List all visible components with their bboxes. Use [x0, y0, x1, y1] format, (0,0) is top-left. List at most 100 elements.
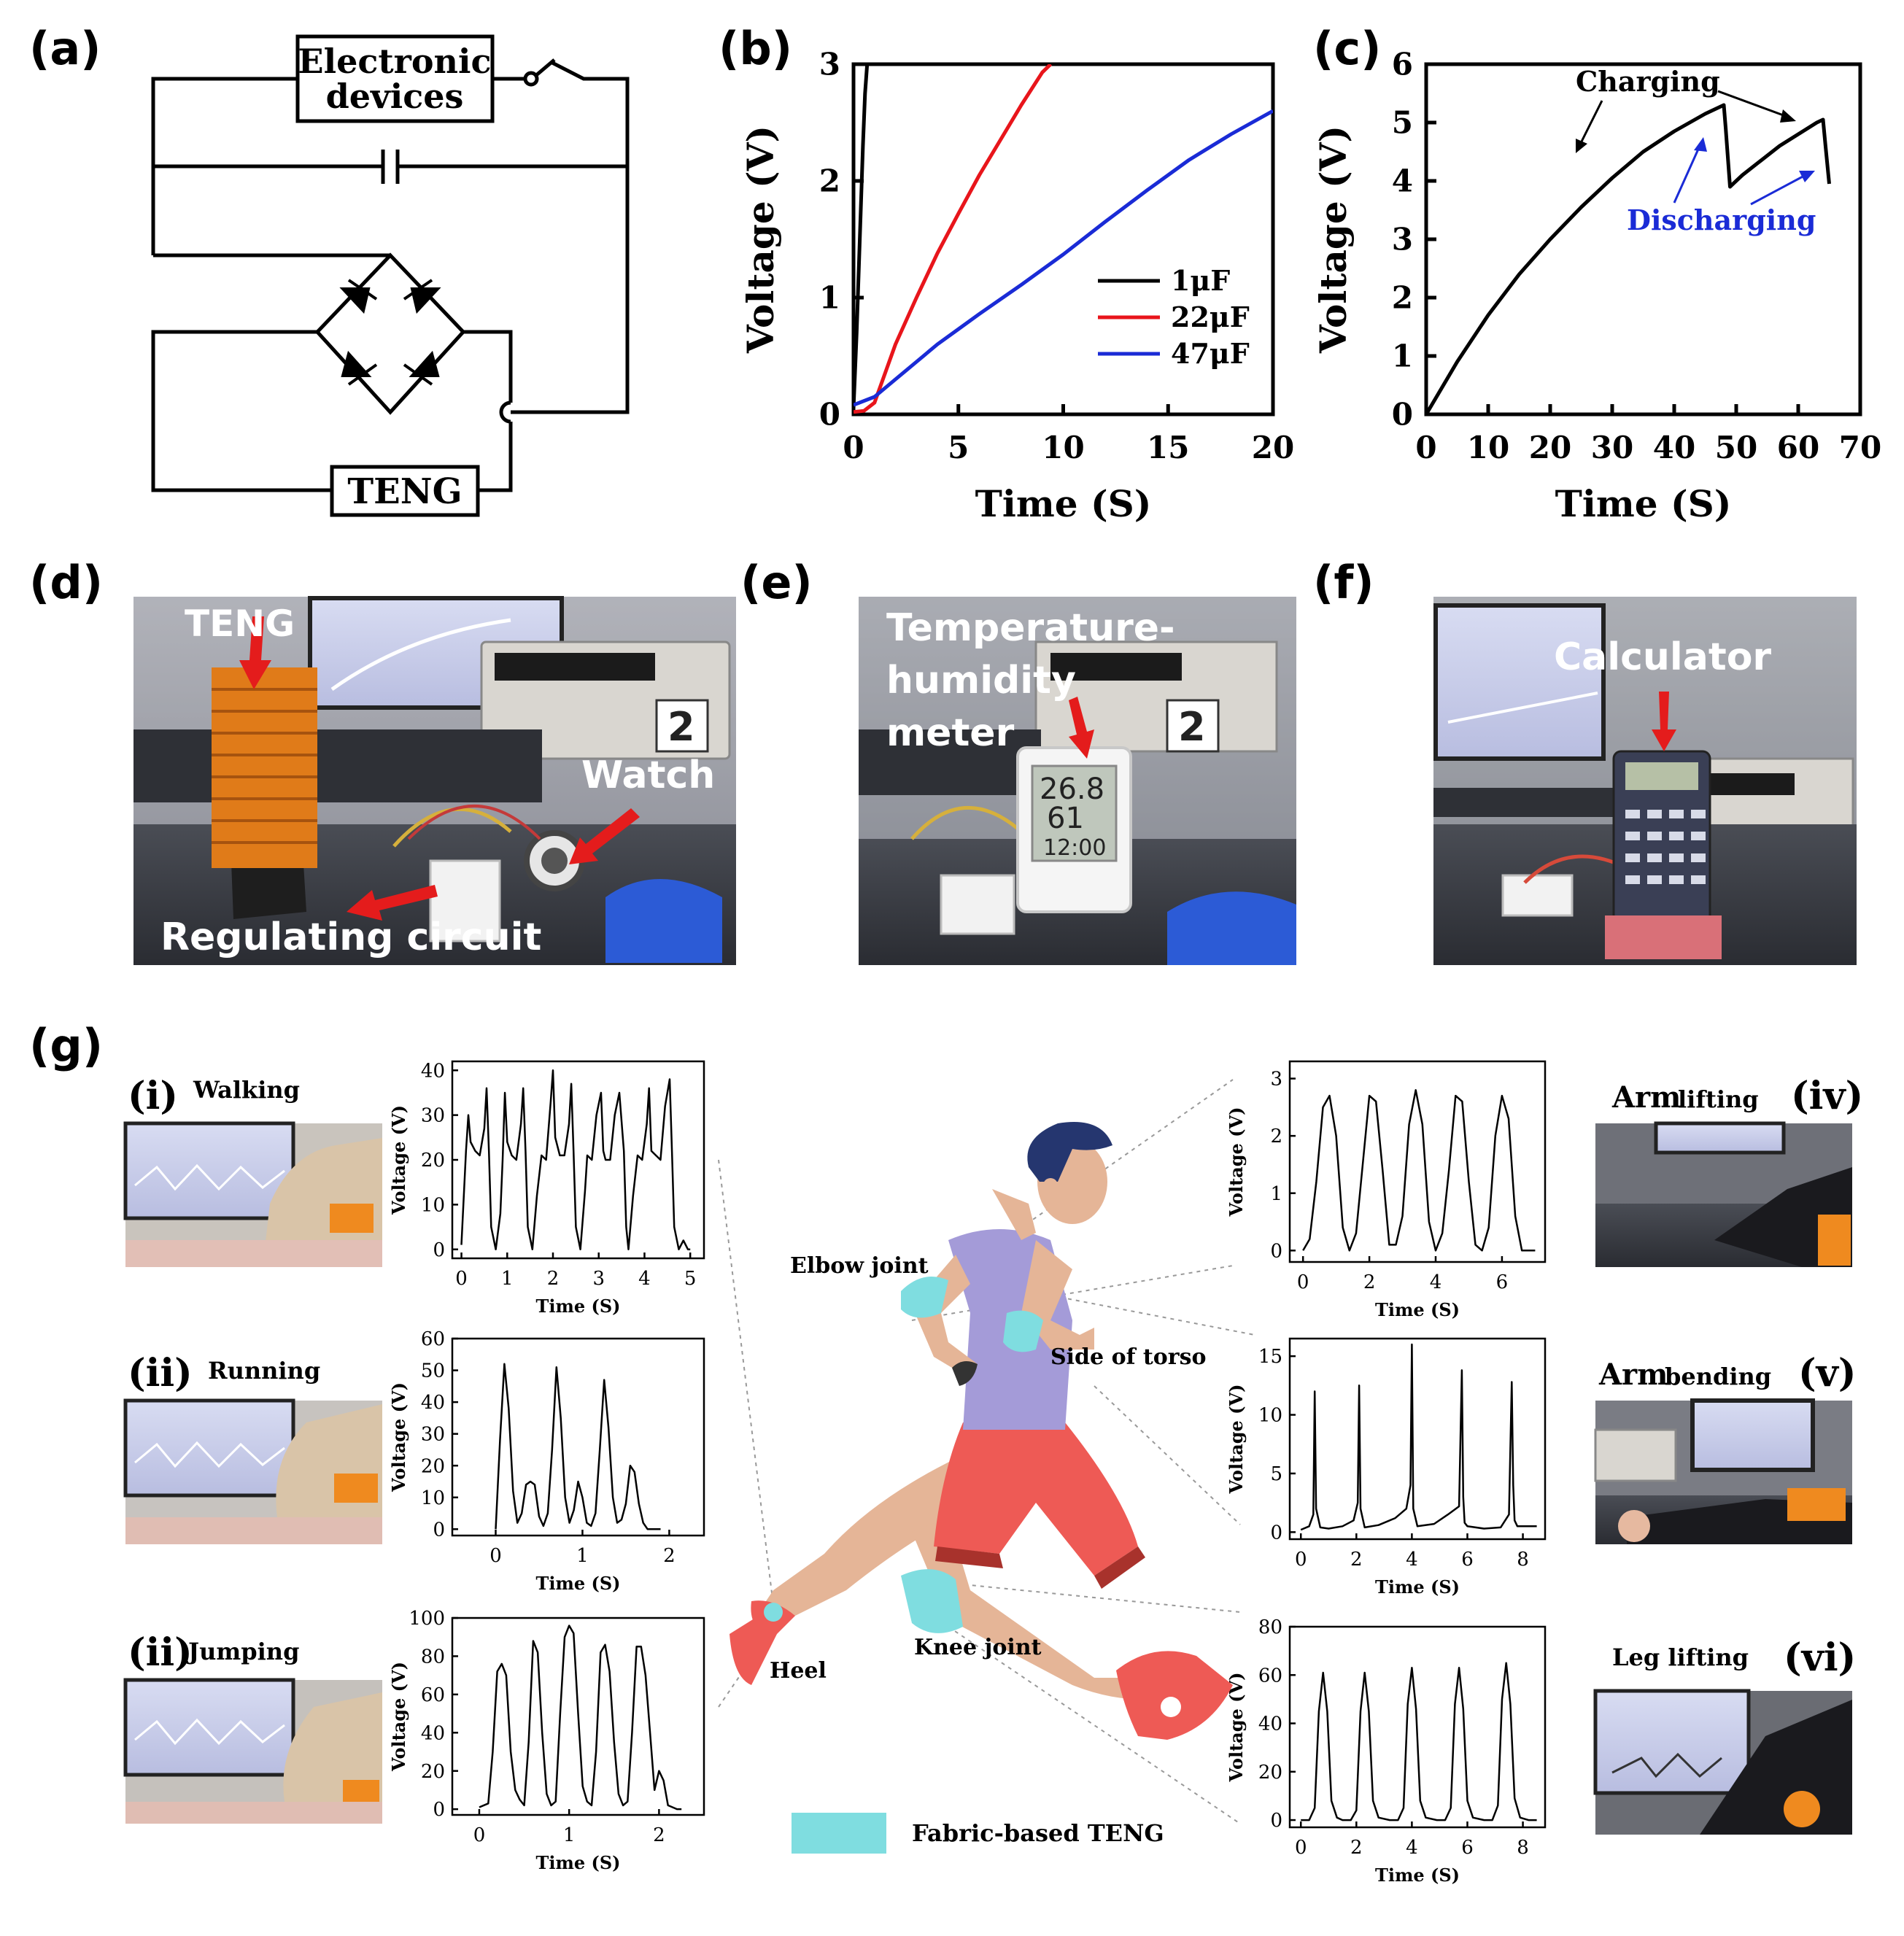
discharging-label: Discharging [1627, 204, 1816, 236]
y-tick-label: 0 [1270, 1240, 1282, 1262]
temp-humidity-label-line3: meter [886, 711, 1015, 755]
x-tick-label: 60 [1777, 430, 1819, 465]
panel-label-e: (e) [740, 556, 813, 609]
elbow-joint-label: Elbow joint [790, 1253, 929, 1279]
x-tick-label: 10 [1042, 430, 1084, 465]
x-tick-label: 15 [1147, 430, 1189, 465]
x-tick-label: 2 [663, 1545, 676, 1567]
photo-arm-bending [1594, 1398, 1852, 1544]
legend-label-0: 1μF [1171, 264, 1230, 297]
charging-label: Charging [1576, 65, 1720, 98]
x-tick-label: 8 [1517, 1549, 1529, 1571]
series-line-0 [1302, 1089, 1536, 1252]
y-tick-label: 0 [433, 1239, 445, 1261]
photo-arm-lifting [1595, 1121, 1852, 1267]
series-line-0 [1301, 1662, 1537, 1821]
x-tick-label: 2 [547, 1268, 560, 1290]
y-tick-label: 40 [421, 1392, 445, 1414]
y-tick-label: 80 [421, 1646, 445, 1668]
teng-legend: Fabric-based TENG [792, 1813, 1164, 1854]
x-tick-label: 0 [843, 430, 864, 465]
y-tick-label: 3 [1270, 1069, 1282, 1091]
x-tick-label: 4 [638, 1268, 651, 1290]
svg-text:61: 61 [1047, 802, 1084, 835]
panel-label-c: (c) [1313, 22, 1381, 75]
photo-walking [123, 1121, 382, 1267]
x-tick-label: 1 [563, 1824, 576, 1846]
roman-v: (v) [1798, 1351, 1856, 1395]
x-tick-label: 0 [473, 1824, 486, 1846]
y-tick-label: 0 [433, 1519, 445, 1541]
series-line-0 [1300, 1343, 1537, 1531]
y-tick-label: 40 [1258, 1714, 1282, 1735]
svg-text:26.8: 26.8 [1040, 773, 1104, 806]
y-axis-label: Voltage (V) [1226, 1385, 1247, 1495]
y-tick-label: 3 [1392, 222, 1413, 258]
teng-label: TENG [347, 471, 462, 512]
y-tick-label: 2 [1392, 280, 1413, 316]
x-tick-label: 5 [948, 430, 969, 465]
regulating-circuit-label: Regulating circuit [160, 915, 541, 959]
watch-photo-label: Watch [581, 754, 715, 797]
arm-bending-label-b: bending [1665, 1363, 1771, 1390]
y-tick-label: 3 [819, 47, 840, 82]
running-label: Running [208, 1357, 320, 1385]
x-axis-label: Time (S) [1375, 1299, 1460, 1320]
legend-label-1: 22μF [1171, 301, 1250, 333]
y-axis-label: Voltage (V) [388, 1105, 409, 1215]
series-line-0 [854, 64, 870, 409]
x-axis-label: Time (S) [975, 482, 1152, 525]
y-tick-label: 2 [1270, 1126, 1282, 1147]
x-tick-label: 2 [1350, 1837, 1363, 1859]
x-axis-label: Time (S) [535, 1296, 620, 1317]
y-axis-label: Voltage (V) [1312, 125, 1355, 354]
x-tick-label: 4 [1406, 1837, 1418, 1859]
y-tick-label: 20 [421, 1761, 445, 1783]
roman-iii: (ii) [128, 1630, 193, 1675]
knee-joint-label: Knee joint [914, 1635, 1042, 1660]
y-tick-label: 10 [421, 1194, 445, 1216]
temp-humidity-label-line1: Temperature- [886, 606, 1175, 650]
x-axis-label: Time (S) [1555, 482, 1732, 525]
plot-frame [451, 1616, 705, 1816]
y-tick-label: 40 [421, 1060, 445, 1082]
charging-annotation: Charging [1576, 65, 1796, 153]
y-axis-label: Voltage (V) [388, 1382, 409, 1492]
x-tick-label: 2 [653, 1824, 665, 1846]
photo-leg-lifting [1593, 1689, 1852, 1835]
plot-frame [1288, 1337, 1547, 1541]
plot-frame [1288, 1625, 1547, 1829]
arm-lifting-label-b: lifting [1678, 1085, 1759, 1113]
y-tick-label: 20 [421, 1150, 445, 1172]
runner-illustration [718, 1079, 1255, 1824]
x-tick-label: 8 [1517, 1837, 1529, 1859]
y-tick-label: 1 [1392, 338, 1413, 374]
svg-text:2: 2 [667, 704, 695, 750]
roman-i: (i) [128, 1074, 178, 1118]
y-tick-label: 0 [819, 397, 840, 433]
y-axis-label: Voltage (V) [1226, 1107, 1247, 1217]
panel-label-d: (d) [29, 556, 103, 609]
teng-legend-label: Fabric-based TENG [912, 1819, 1164, 1847]
photo-f: Calculator [1433, 597, 1857, 965]
x-tick-label: 6 [1461, 1837, 1474, 1859]
x-tick-label: 20 [1252, 430, 1294, 465]
y-tick-label: 6 [1392, 47, 1413, 82]
x-tick-label: 1 [501, 1268, 514, 1290]
series-line-0 [495, 1363, 661, 1530]
panel-label-a: (a) [29, 22, 101, 75]
y-tick-label: 60 [421, 1328, 445, 1350]
y-tick-label: 80 [1258, 1616, 1282, 1638]
x-tick-label: 0 [1295, 1549, 1307, 1571]
y-tick-label: 1 [819, 280, 840, 316]
svg-text:12:00: 12:00 [1043, 835, 1106, 861]
y-axis-label: Voltage (V) [388, 1662, 409, 1772]
y-axis-label: Voltage (V) [739, 125, 782, 354]
circuit-diagram [151, 58, 630, 492]
walking-label: Walking [193, 1076, 300, 1104]
photo-running [123, 1398, 382, 1544]
